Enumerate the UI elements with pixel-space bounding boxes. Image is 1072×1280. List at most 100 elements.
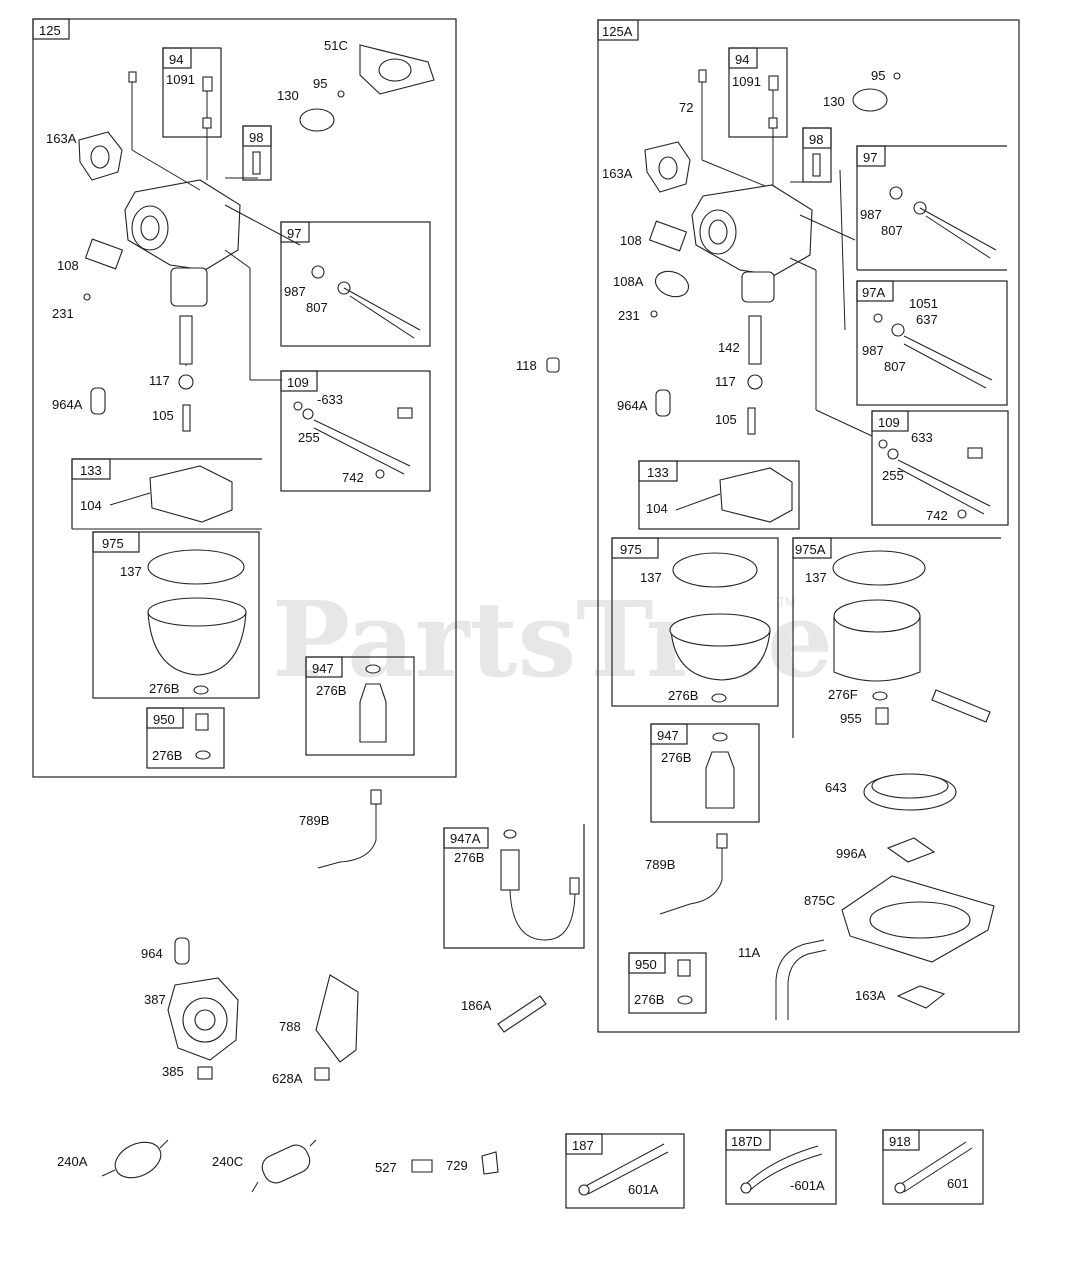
part-label-95[interactable]: 95 — [313, 76, 327, 91]
shaft-97A-part[interactable] — [873, 313, 993, 389]
part-label-996A[interactable]: 996A — [836, 846, 867, 861]
part-label-231[interactable]: 231 — [52, 306, 74, 321]
solenoid-947A-part[interactable] — [500, 829, 580, 941]
carburetor-body-right[interactable] — [691, 184, 813, 303]
part-label-163A-right[interactable]: 163A — [602, 166, 633, 181]
part-label-108A[interactable]: 108A — [613, 274, 644, 289]
part-label-240A[interactable]: 240A — [57, 1154, 88, 1169]
jet-right-part[interactable] — [812, 153, 821, 177]
bolt-955-part[interactable] — [875, 707, 889, 725]
gasket-163A-right[interactable] — [644, 141, 691, 193]
tube-11A-part[interactable] — [775, 939, 825, 1020]
spring-964A-right-part[interactable] — [655, 389, 671, 417]
part-label-633[interactable]: -633 — [317, 392, 343, 407]
hose-918-part[interactable] — [894, 1141, 973, 1194]
hose-187-part[interactable] — [578, 1143, 669, 1196]
part-label-955[interactable]: 955 — [840, 711, 862, 726]
plug-108-part[interactable] — [84, 238, 124, 270]
part-label-1091[interactable]: 1091 — [166, 72, 195, 87]
spring-964-part[interactable] — [174, 937, 190, 965]
bolt-950-right-part[interactable] — [677, 959, 691, 977]
solenoid-947-part[interactable] — [359, 664, 387, 743]
screw-105-right-part[interactable] — [747, 407, 756, 435]
screw-385-part[interactable] — [197, 1066, 213, 1080]
gasket-163A-lower-part[interactable] — [896, 985, 946, 1009]
part-label-255-right[interactable]: 255 — [882, 468, 904, 483]
part-label-95-right[interactable]: 95 — [871, 68, 885, 83]
part-label-385[interactable]: 385 — [162, 1064, 184, 1079]
part-label-137[interactable]: 137 — [120, 564, 142, 579]
bracket-788-part[interactable] — [315, 974, 359, 1063]
wire-789B-part[interactable] — [317, 795, 377, 869]
jet-part[interactable] — [252, 151, 261, 175]
part-label-789B[interactable]: 789B — [299, 813, 329, 828]
choke-shaft-right-part[interactable] — [878, 439, 991, 519]
screw-95-part[interactable] — [337, 90, 345, 98]
part-label-987-right[interactable]: 987 — [860, 207, 882, 222]
part-label-276B-947A[interactable]: 276B — [454, 850, 484, 865]
part-label-104[interactable]: 104 — [80, 498, 102, 513]
part-label-108[interactable]: 108 — [57, 258, 79, 273]
screw-628A-part[interactable] — [314, 1067, 330, 1081]
group-tag-125[interactable] — [32, 18, 70, 40]
part-label-742-right[interactable]: 742 — [926, 508, 948, 523]
part-label-387[interactable]: 387 — [144, 992, 166, 1007]
part-label-240C[interactable]: 240C — [212, 1154, 243, 1169]
part-label-276B[interactable]: 276B — [149, 681, 179, 696]
bowl-gasket-975A-part[interactable] — [832, 550, 926, 586]
part-label-807[interactable]: 807 — [306, 300, 328, 315]
washer-276B-part[interactable] — [193, 685, 209, 695]
part-label-163A[interactable]: 163A — [46, 131, 77, 146]
part-label-633-right[interactable]: 633 — [911, 430, 933, 445]
throttle-plate-right-part[interactable] — [852, 88, 888, 112]
part-label-601[interactable]: 601 — [947, 1176, 969, 1191]
emulsion-tube-part[interactable] — [179, 315, 193, 365]
part-label-104-right[interactable]: 104 — [646, 501, 668, 516]
screw-95-right-part[interactable] — [893, 72, 901, 80]
gasket-163A[interactable] — [78, 131, 123, 181]
needle-valve-right-part[interactable] — [768, 75, 779, 129]
spring-964A-part[interactable] — [90, 387, 106, 415]
solenoid-947-right-part[interactable] — [705, 732, 735, 809]
part-label-255[interactable]: 255 — [298, 430, 320, 445]
part-label-276B-947-right[interactable]: 276B — [661, 750, 691, 765]
part-label-729[interactable]: 729 — [446, 1158, 468, 1173]
screw-72-part[interactable] — [698, 69, 707, 83]
part-label-601A-187D[interactable]: -601A — [790, 1178, 825, 1193]
fuel-filter-240A-part[interactable] — [101, 1135, 169, 1184]
carburetor-body[interactable] — [124, 179, 241, 307]
part-label-637[interactable]: 637 — [916, 312, 938, 327]
screw-part[interactable] — [128, 71, 137, 83]
part-label-1091-right[interactable]: 1091 — [732, 74, 761, 89]
jet-117-part[interactable] — [178, 374, 194, 390]
part-label-276F[interactable]: 276F — [828, 687, 858, 702]
float-bowl-part[interactable] — [147, 611, 247, 676]
float-bowl-975A-part[interactable] — [833, 615, 921, 682]
part-label-276B-950[interactable]: 276B — [152, 748, 182, 763]
part-label-276B-947[interactable]: 276B — [316, 683, 346, 698]
bowl-gasket-right-part[interactable] — [672, 552, 758, 588]
part-label-788[interactable]: 788 — [279, 1019, 301, 1034]
float-133-part[interactable] — [109, 465, 233, 523]
part-label-987-97A[interactable]: 987 — [862, 343, 884, 358]
part-label-130-right[interactable]: 130 — [823, 94, 845, 109]
needle-valve-part[interactable] — [202, 76, 213, 129]
part-label-628A[interactable]: 628A — [272, 1071, 303, 1086]
pin-186A-part[interactable] — [497, 995, 547, 1033]
part-label-875C[interactable]: 875C — [804, 893, 835, 908]
part-label-789B-right[interactable]: 789B — [645, 857, 675, 872]
plate-996A-part[interactable] — [886, 837, 936, 863]
drain-screw-part[interactable] — [931, 689, 991, 723]
screw-105-part[interactable] — [182, 404, 191, 432]
washer-276F-part[interactable] — [872, 691, 888, 701]
choke-shaft-part[interactable] — [293, 401, 413, 479]
gasket-51C[interactable] — [359, 44, 435, 95]
hose-187D-part[interactable] — [740, 1145, 823, 1194]
part-label-51C[interactable]: 51C — [324, 38, 348, 53]
washer-276B-right-part[interactable] — [711, 693, 727, 703]
shaft-97-part[interactable] — [311, 265, 421, 339]
bolt-950-part[interactable] — [195, 713, 209, 731]
plug-108A-part[interactable] — [652, 267, 692, 301]
clip-527-part[interactable] — [411, 1159, 433, 1173]
part-label-163A-lower[interactable]: 163A — [855, 988, 886, 1003]
